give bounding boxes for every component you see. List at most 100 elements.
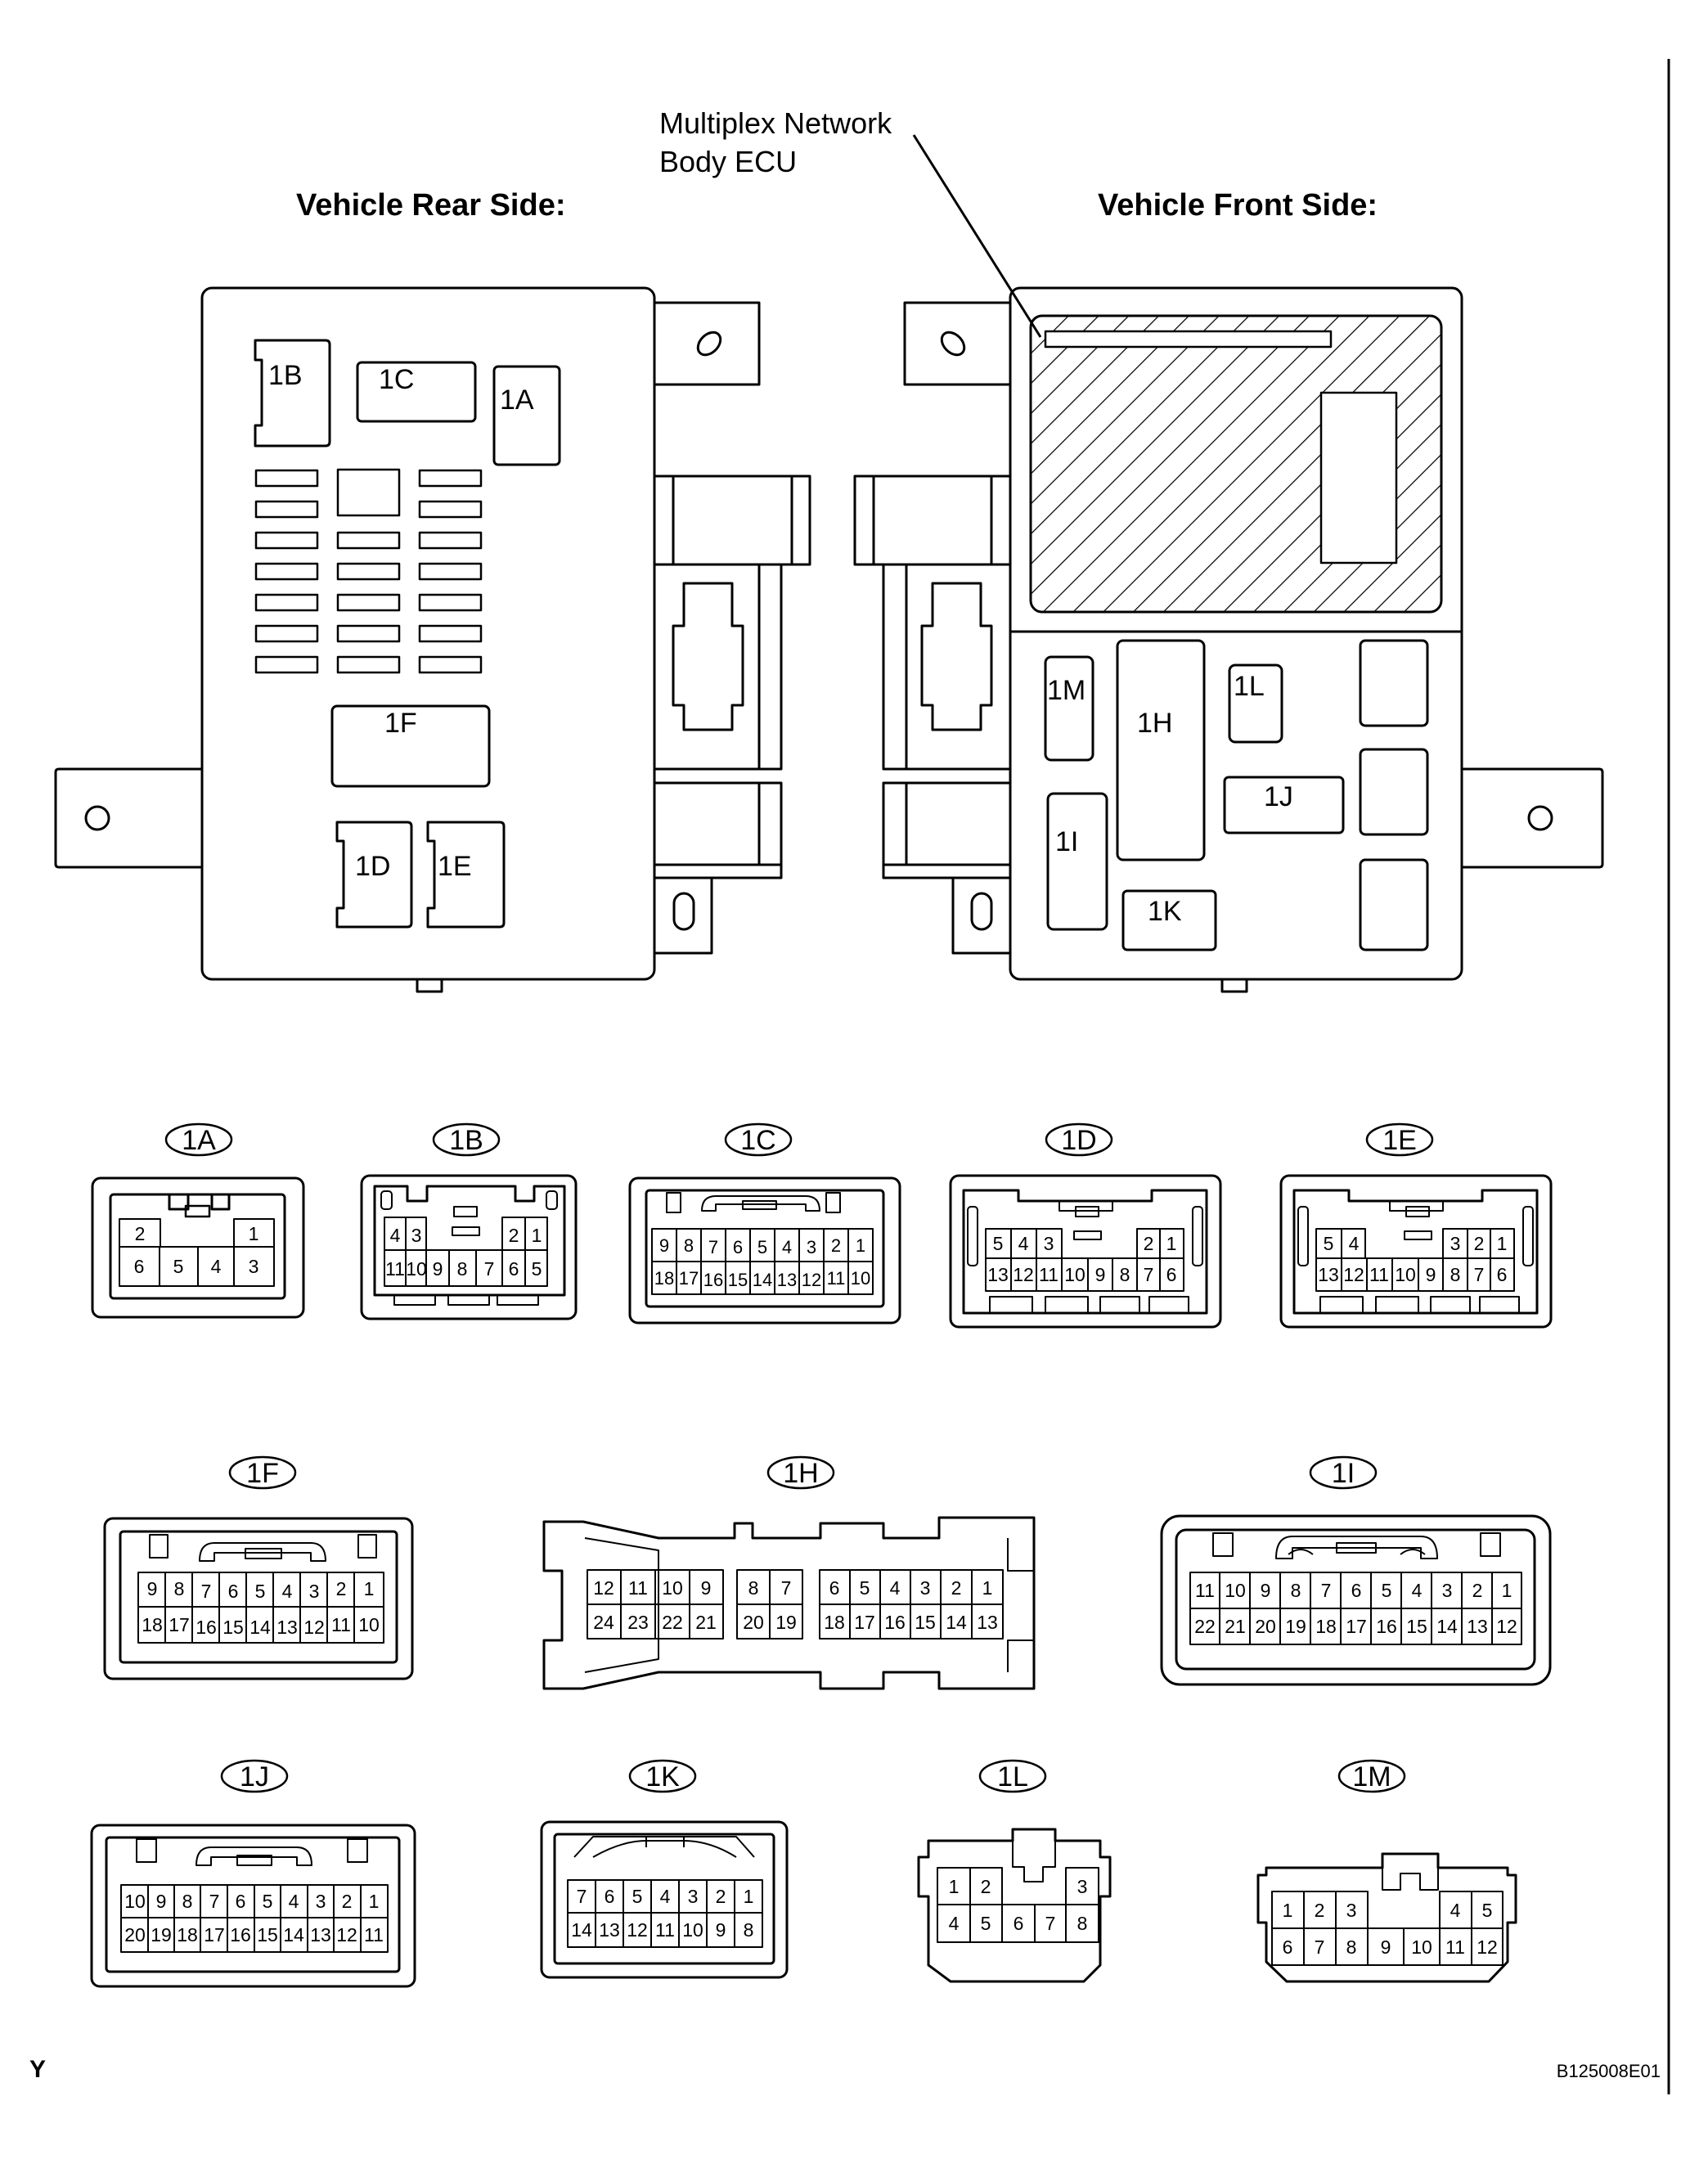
pin-1f-6: 6 [228, 1581, 239, 1602]
pin-1i-15: 15 [1406, 1616, 1427, 1637]
connector-1m: 1M 1 2 3 4 5 6 7 8 9 10 11 12 [1256, 1759, 1517, 1983]
pin-1j-12: 12 [336, 1924, 357, 1945]
pin-1h-17: 17 [854, 1612, 875, 1633]
connector-1a: 1A 2 1 6 5 4 3 [91, 1122, 305, 1319]
pin-1h-19: 19 [775, 1612, 797, 1633]
pin-1b-2: 2 [509, 1225, 519, 1246]
connector-1c: 1C 9 8 7 6 5 4 3 2 1 18 17 16 [628, 1122, 901, 1325]
pin-1m-8: 8 [1346, 1936, 1357, 1958]
pin-1f-13: 13 [276, 1617, 298, 1638]
pin-1f-4: 4 [282, 1581, 293, 1602]
pin-1i-10: 10 [1225, 1580, 1246, 1601]
connector-1f-label: 1F [246, 1458, 279, 1489]
pin-1c-3: 3 [807, 1237, 816, 1257]
pin-1l-1: 1 [949, 1876, 960, 1897]
pin-1f-11: 11 [331, 1614, 351, 1635]
pin-1l-7: 7 [1045, 1913, 1056, 1934]
connector-1l-label: 1L [997, 1761, 1028, 1792]
pin-1f-1: 1 [364, 1578, 375, 1599]
front-block-label-1k: 1K [1148, 896, 1182, 927]
pin-1f-14: 14 [249, 1617, 271, 1638]
pin-1h-9: 9 [701, 1577, 712, 1599]
pin-1i-7: 7 [1321, 1580, 1332, 1601]
pin-1j-5: 5 [263, 1891, 273, 1912]
pin-1j-7: 7 [209, 1891, 220, 1912]
pin-1m-11: 11 [1445, 1936, 1465, 1958]
pin-1d-5: 5 [993, 1233, 1004, 1254]
pin-1e-12: 12 [1343, 1264, 1364, 1285]
rear-block-label-1a: 1A [500, 385, 534, 416]
pin-1h-13: 13 [977, 1612, 998, 1633]
pin-1i-17: 17 [1346, 1616, 1367, 1637]
pin-1l-6: 6 [1014, 1913, 1024, 1934]
pin-1l-5: 5 [981, 1913, 991, 1934]
pin-1j-6: 6 [236, 1891, 246, 1912]
pin-1c-1: 1 [856, 1235, 865, 1256]
connector-1k: 1K 7 6 5 4 3 2 1 14 13 12 11 10 9 8 [540, 1759, 789, 1979]
pin-1i-21: 21 [1225, 1616, 1246, 1637]
pin-1j-18: 18 [177, 1924, 198, 1945]
pin-1m-6: 6 [1283, 1936, 1293, 1958]
pin-1j-20: 20 [124, 1924, 146, 1945]
footer-left-mark: Y [29, 2056, 46, 2083]
pin-1k-9: 9 [716, 1919, 726, 1941]
pin-1c-10: 10 [851, 1268, 870, 1289]
pin-1k-6: 6 [605, 1886, 615, 1907]
pin-1b-1: 1 [532, 1225, 542, 1246]
pin-1d-11: 11 [1039, 1264, 1059, 1285]
pin-1m-4: 4 [1450, 1900, 1461, 1921]
pin-1k-1: 1 [744, 1886, 754, 1907]
pin-1k-7: 7 [577, 1886, 587, 1907]
pin-1d-8: 8 [1120, 1264, 1130, 1285]
pin-1c-13: 13 [777, 1270, 797, 1290]
pin-1f-12: 12 [303, 1617, 325, 1638]
pin-1i-18: 18 [1315, 1616, 1337, 1637]
connector-1c-label: 1C [740, 1125, 775, 1156]
pin-1d-9: 9 [1095, 1264, 1106, 1285]
pin-1h-21: 21 [695, 1612, 717, 1633]
pin-1a-1: 1 [249, 1223, 259, 1244]
pin-1h-3: 3 [920, 1577, 931, 1599]
pin-1h-24: 24 [593, 1612, 614, 1633]
pin-1j-14: 14 [283, 1924, 304, 1945]
pin-1j-8: 8 [182, 1891, 193, 1912]
pin-1f-7: 7 [201, 1581, 212, 1602]
connector-1f: 1F 9 8 7 6 5 4 3 2 1 18 17 16 15 [103, 1455, 414, 1680]
pin-1i-14: 14 [1436, 1616, 1458, 1637]
pin-1f-3: 3 [309, 1581, 320, 1602]
pin-1j-16: 16 [230, 1924, 251, 1945]
rear-block-label-1f: 1F [384, 708, 417, 739]
pin-1b-9: 9 [433, 1258, 443, 1280]
pin-1i-1: 1 [1502, 1580, 1512, 1601]
pin-1j-9: 9 [156, 1891, 167, 1912]
pin-1c-6: 6 [733, 1237, 743, 1257]
pin-1c-12: 12 [802, 1270, 821, 1290]
pin-1e-7: 7 [1474, 1264, 1485, 1285]
front-block-label-1l: 1L [1234, 671, 1265, 702]
pin-1j-11: 11 [364, 1924, 384, 1945]
pin-1f-8: 8 [174, 1578, 185, 1599]
pin-1k-4: 4 [660, 1886, 671, 1907]
pin-1f-10: 10 [358, 1614, 380, 1635]
pin-1j-4: 4 [289, 1891, 299, 1912]
pin-1i-20: 20 [1255, 1616, 1276, 1637]
pin-1f-18: 18 [142, 1614, 163, 1635]
pin-1k-12: 12 [627, 1919, 648, 1941]
pin-1c-14: 14 [753, 1270, 772, 1290]
pin-1h-15: 15 [915, 1612, 936, 1633]
pin-1h-23: 23 [627, 1612, 649, 1633]
pin-1h-5: 5 [860, 1577, 870, 1599]
connector-1a-pins [119, 1218, 275, 1287]
rear-block-label-1b: 1B [268, 360, 303, 391]
pin-1b-4: 4 [390, 1225, 401, 1246]
pin-1k-8: 8 [744, 1919, 754, 1941]
pin-1d-4: 4 [1018, 1233, 1029, 1254]
pin-1a-6: 6 [134, 1256, 145, 1277]
pin-1a-3: 3 [249, 1256, 259, 1277]
pin-1k-14: 14 [571, 1919, 592, 1941]
callout-line2: Body ECU [659, 145, 797, 178]
pin-1k-2: 2 [716, 1886, 726, 1907]
pin-1i-3: 3 [1442, 1580, 1453, 1601]
pin-1i-22: 22 [1194, 1616, 1216, 1637]
